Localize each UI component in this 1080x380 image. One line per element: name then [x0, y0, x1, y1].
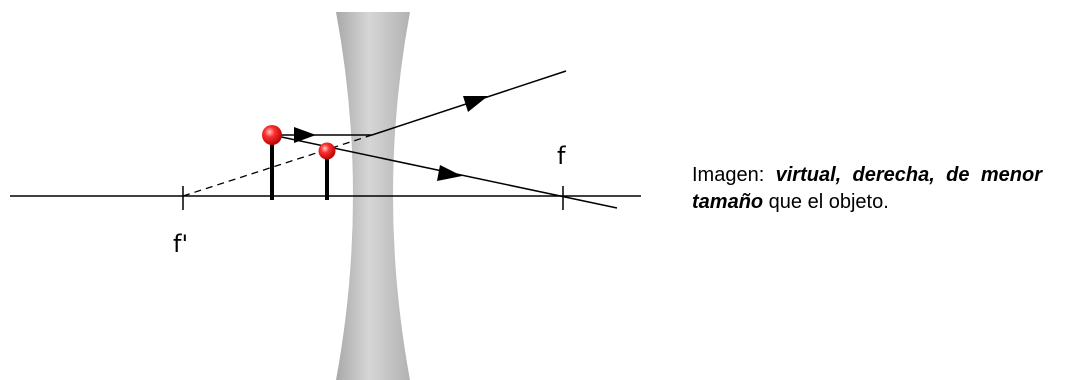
caption-suffix: que el objeto. — [763, 191, 889, 213]
central-ray-arrow — [437, 165, 462, 181]
focal-point-right-label: f — [557, 142, 566, 170]
refracted-ray-arrow — [463, 96, 488, 112]
diverging-lens-ray-diagram: f' f — [10, 12, 641, 380]
image-tip-ball — [318, 142, 336, 160]
incident-ray-arrow — [294, 127, 316, 143]
virtual-ray-extension — [182, 134, 373, 197]
focal-point-left-label: f' — [173, 230, 188, 258]
caption-emphasis: virtual, derecha, de menor tamaño — [692, 164, 1042, 213]
caption-prefix: Imagen: — [692, 164, 776, 186]
image-description: Imagen: virtual, derecha, de menor tamañ… — [692, 162, 1042, 216]
object-tip-ball — [262, 125, 282, 145]
